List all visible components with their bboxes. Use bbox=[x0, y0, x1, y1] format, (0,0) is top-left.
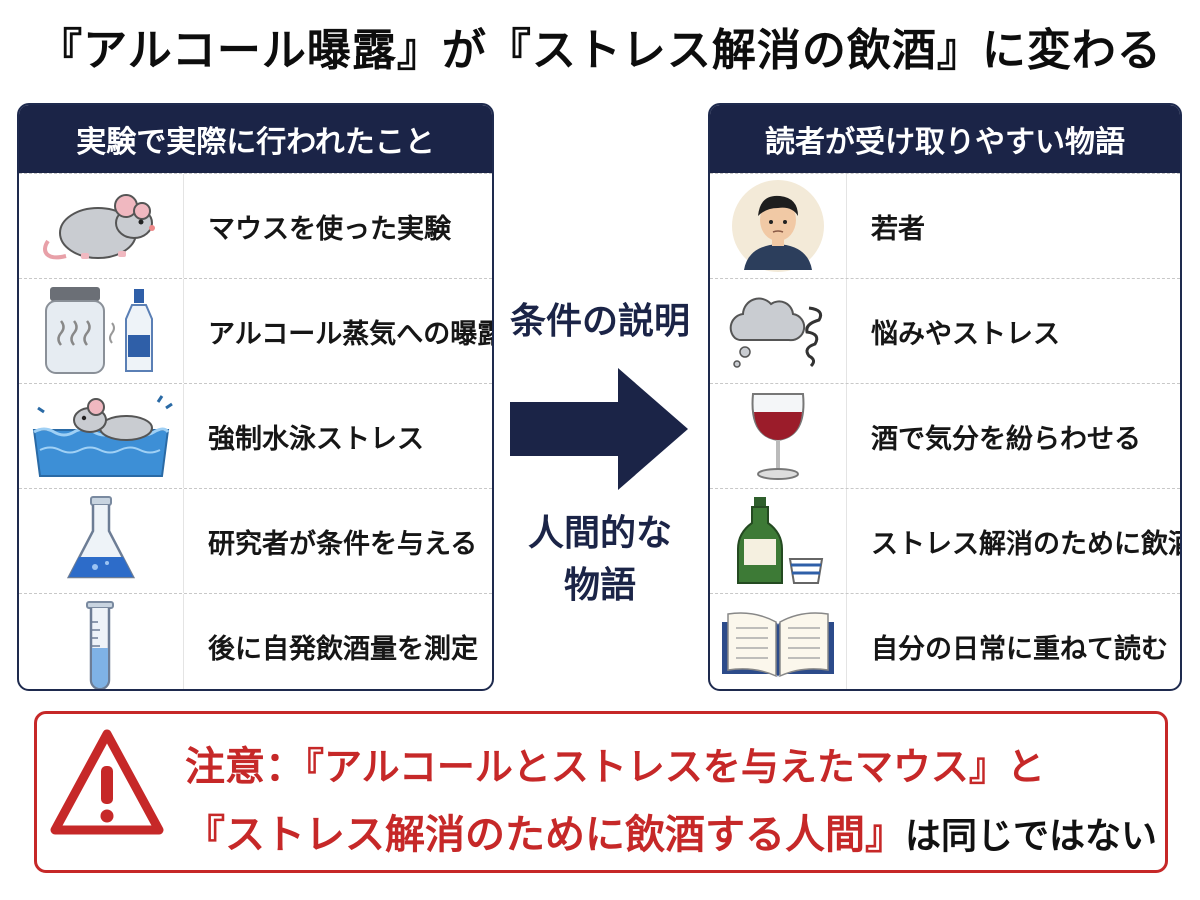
warning-line-2: 『ストレス解消のために飲酒する人間』は同じではない bbox=[185, 802, 1157, 860]
experiment-panel-header: 実験で実際に行われたこと bbox=[19, 105, 492, 173]
row-label: 悩みやストレス bbox=[871, 318, 1060, 350]
experiment-row: 研究者が条件を与える bbox=[19, 488, 492, 593]
experiment-row: 後に自発飲酒量を測定 bbox=[19, 593, 492, 689]
human-story-label-line2: 物語 bbox=[563, 565, 636, 606]
right-arrow-icon bbox=[510, 368, 688, 490]
experiment-row: マウスを使った実験 bbox=[19, 173, 492, 278]
experiment-row: アルコール蒸気への曝露 bbox=[19, 278, 492, 383]
warning-triangle-icon bbox=[50, 729, 164, 835]
story-row: 悩みやストレス bbox=[710, 278, 1180, 383]
reader-story-panel-header: 読者が受け取りやすい物語 bbox=[710, 105, 1180, 173]
row-label: 後に自発飲酒量を測定 bbox=[208, 633, 478, 665]
flask-icon bbox=[66, 496, 136, 579]
row-label: 研究者が条件を与える bbox=[208, 528, 478, 560]
swimming-mouse-icon bbox=[32, 395, 173, 477]
row-label: 若者 bbox=[871, 213, 925, 245]
warning-box: 注意：『アルコールとストレスを与えたマウス』と 『ストレス解消のために飲酒する人… bbox=[34, 711, 1168, 873]
jar-and-bottle-icon bbox=[45, 287, 153, 374]
experiment-panel: 実験で実際に行われたこと マウスを使った実験 bbox=[17, 103, 494, 691]
story-row: ストレス解消のために飲酒 bbox=[710, 488, 1180, 593]
wine-glass-icon bbox=[751, 393, 805, 480]
page-title: 『アルコール曝露』が『ストレス解消の飲酒』に変わる bbox=[38, 25, 1162, 76]
warning-line-1: 注意：『アルコールとストレスを与えたマウス』と bbox=[185, 734, 1045, 792]
warning-line-2-emphasis: 『ストレス解消のために飲酒する人間』 bbox=[185, 812, 905, 858]
story-row: 若者 bbox=[710, 173, 1180, 278]
row-label: ストレス解消のために飲酒 bbox=[871, 528, 1182, 560]
young-person-icon bbox=[732, 180, 824, 272]
row-label: マウスを使った実験 bbox=[208, 213, 451, 245]
row-label: アルコール蒸気への曝露 bbox=[208, 318, 494, 350]
row-label: 酒で気分を紛らわせる bbox=[871, 423, 1141, 455]
reader-story-panel: 読者が受け取りやすい物語 若者 悩みやストレス bbox=[708, 103, 1182, 691]
warning-line-2-text: は同じではない bbox=[905, 816, 1158, 857]
test-tube-icon bbox=[86, 601, 114, 689]
story-row: 酒で気分を紛らわせる bbox=[710, 383, 1180, 488]
warning-line-1-text: 『アルコールとストレスを与えたマウス』と bbox=[305, 745, 1045, 789]
experiment-row: 強制水泳ストレス bbox=[19, 383, 492, 488]
warning-lead: 注意： bbox=[185, 744, 305, 790]
row-label: 強制水泳ストレス bbox=[208, 423, 424, 455]
sake-bottle-icon bbox=[737, 497, 824, 584]
human-story-label-line1: 人間的な bbox=[527, 513, 672, 554]
story-row: 自分の日常に重ねて読む bbox=[710, 593, 1180, 689]
condition-explanation-label: 条件の説明 bbox=[509, 301, 690, 342]
open-book-icon bbox=[722, 612, 834, 678]
row-label: 自分の日常に重ねて読む bbox=[871, 633, 1168, 665]
worry-cloud-icon bbox=[729, 297, 823, 368]
mouse-icon bbox=[43, 194, 155, 260]
